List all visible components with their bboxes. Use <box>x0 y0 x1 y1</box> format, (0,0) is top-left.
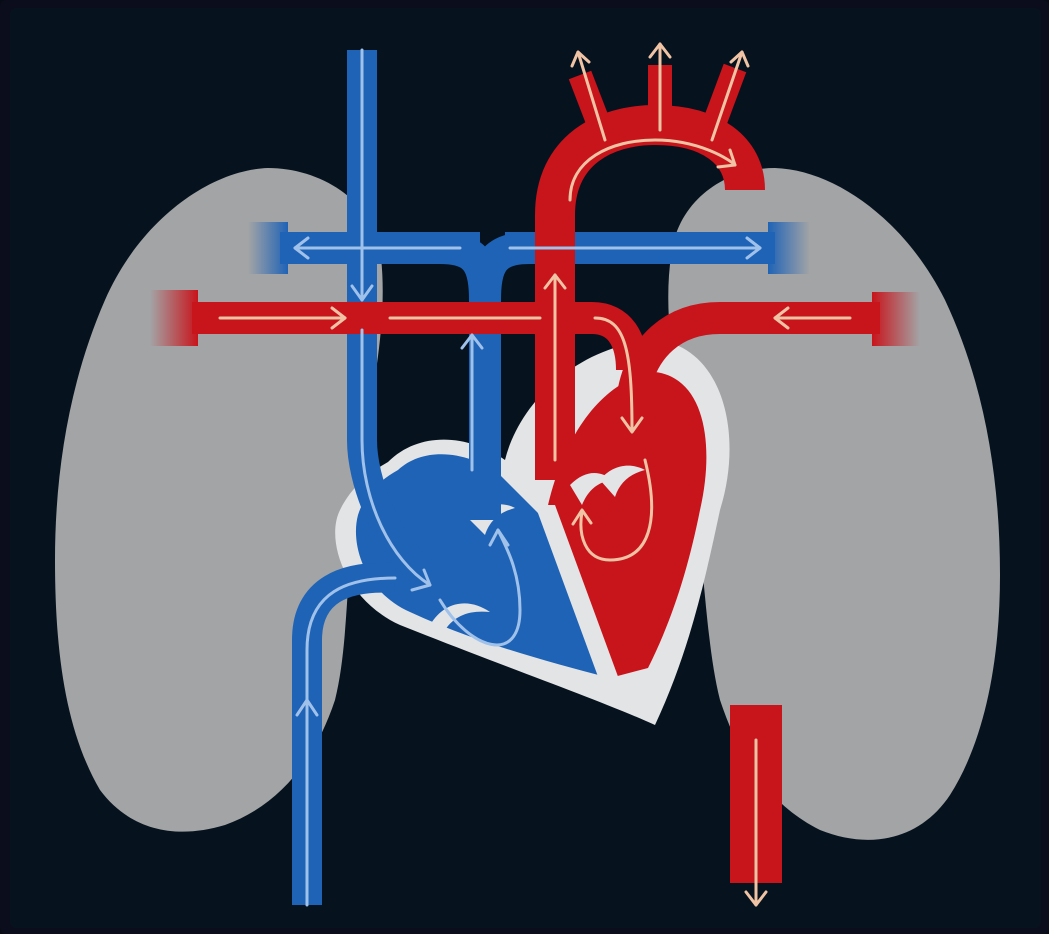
right-pulmonary-vein-fade <box>872 292 920 346</box>
left-pulmonary-vein-fade <box>150 290 198 346</box>
left-pulmonary-artery-fade <box>248 222 288 274</box>
right-pulmonary-artery-fade <box>768 222 810 274</box>
